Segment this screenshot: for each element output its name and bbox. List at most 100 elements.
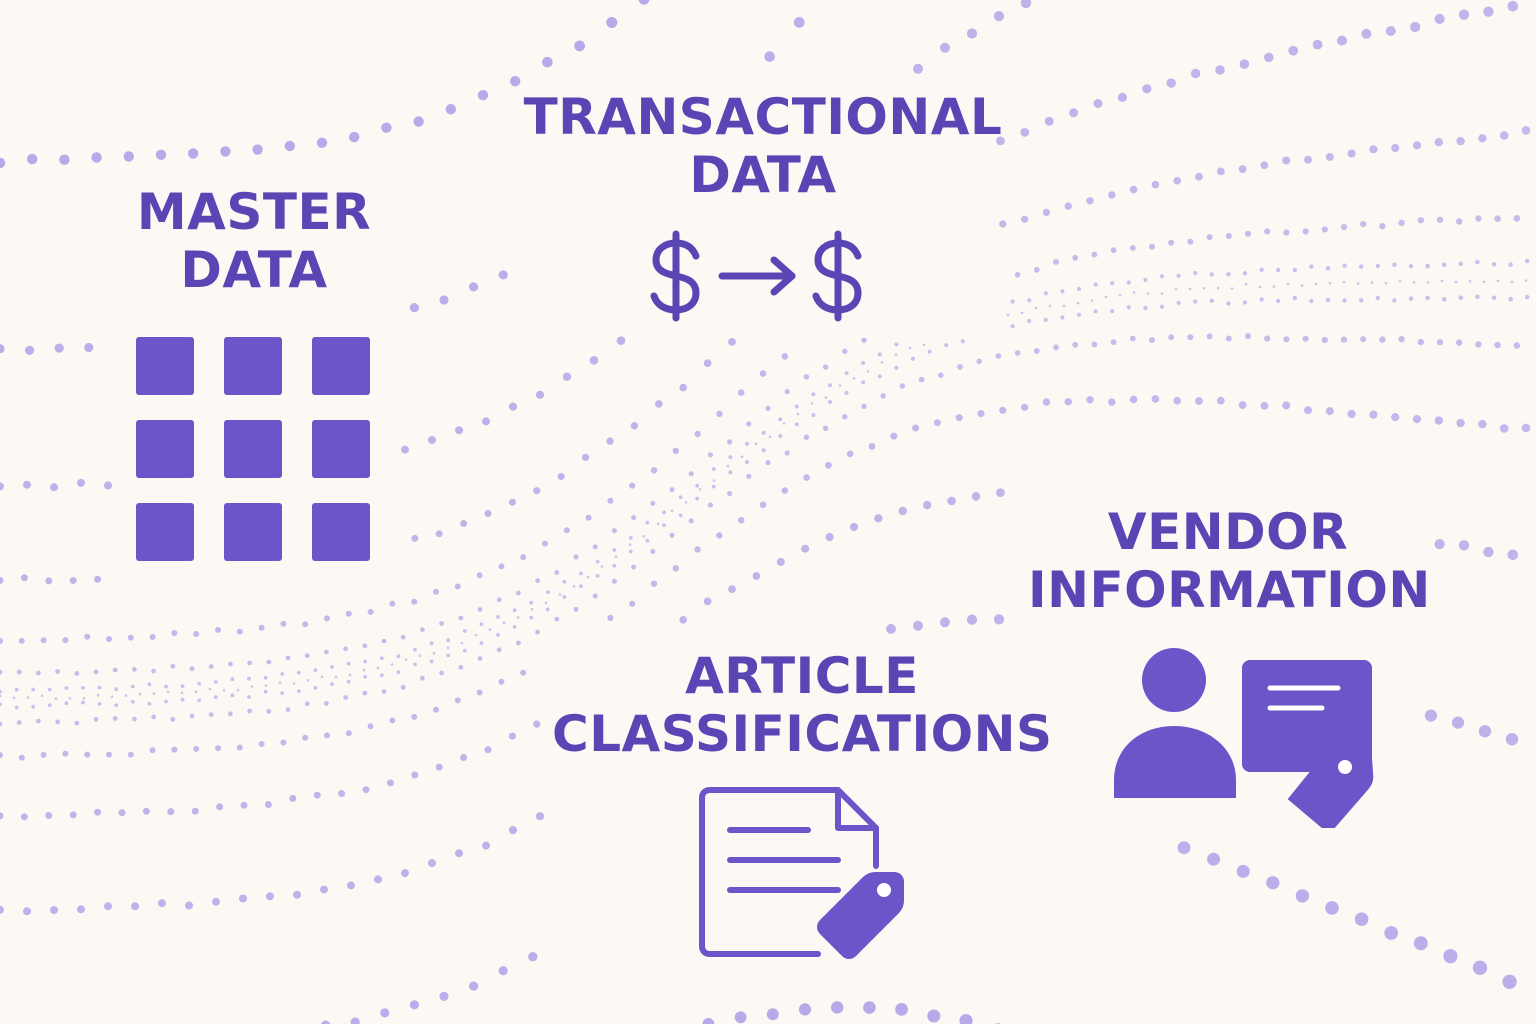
background-dot <box>1020 311 1024 315</box>
background-dot <box>1260 161 1269 170</box>
background-dot <box>529 615 534 620</box>
background-dot <box>554 616 560 622</box>
background-dot <box>1064 398 1072 406</box>
background-dot <box>91 152 102 163</box>
background-dot <box>230 677 235 682</box>
background-dot <box>1292 295 1298 301</box>
master-data-line-2: DATA <box>180 241 328 299</box>
background-dot <box>112 716 118 721</box>
background-dot <box>1014 350 1021 356</box>
background-dot <box>852 377 856 380</box>
background-dot <box>1425 295 1430 301</box>
background-dot <box>528 952 538 962</box>
background-dot <box>838 384 842 387</box>
background-dot <box>516 616 520 619</box>
background-dot <box>1408 264 1414 269</box>
background-dot <box>484 746 492 754</box>
background-dot <box>1258 285 1262 289</box>
background-dot <box>1379 336 1386 343</box>
background-dot <box>460 520 468 527</box>
background-dot <box>628 536 633 540</box>
background-dot <box>45 812 53 819</box>
background-dot <box>180 697 185 702</box>
background-dot <box>1043 291 1048 296</box>
background-dot <box>861 361 866 365</box>
background-dot <box>585 514 592 521</box>
background-dot <box>479 622 484 627</box>
background-dot <box>993 11 1005 22</box>
background-dot <box>1384 926 1399 940</box>
background-dot <box>631 564 637 570</box>
background-dot <box>645 538 650 543</box>
background-dot <box>908 346 912 350</box>
background-dot <box>535 629 540 635</box>
background-dot <box>516 590 521 596</box>
background-dot <box>93 669 99 675</box>
background-dot <box>1424 709 1438 722</box>
background-dot <box>1010 299 1015 304</box>
background-dot <box>996 136 1005 146</box>
background-dot <box>1521 423 1531 433</box>
background-dot <box>1027 298 1032 303</box>
background-dot <box>263 689 268 694</box>
master-data-line-1: MASTER <box>136 183 372 241</box>
background-dot <box>247 708 253 714</box>
background-dot <box>82 697 86 700</box>
background-dot <box>496 647 502 653</box>
background-dot <box>130 699 135 704</box>
background-dot <box>1524 258 1530 264</box>
background-dot <box>363 675 368 679</box>
background-dot <box>592 544 598 550</box>
background-dot <box>846 450 854 458</box>
background-dot <box>149 634 156 640</box>
background-dot <box>728 585 736 593</box>
background-dot <box>727 439 733 445</box>
background-dot <box>84 751 91 758</box>
background-dot <box>1391 413 1400 422</box>
background-dot <box>1328 282 1332 285</box>
background-dot <box>1408 296 1414 301</box>
background-dot <box>0 689 2 694</box>
background-dot <box>439 670 444 676</box>
background-dot <box>25 345 35 355</box>
background-dot <box>18 637 25 644</box>
background-dot <box>1434 416 1444 425</box>
background-dot <box>508 732 516 740</box>
background-dot <box>1458 540 1470 551</box>
background-dot <box>1356 282 1360 285</box>
background-dot <box>678 513 683 518</box>
background-dot <box>1472 960 1488 975</box>
transactional-data-line-1: TRANSACTIONAL <box>523 88 1003 146</box>
background-dot <box>1091 251 1098 258</box>
background-dot <box>446 653 451 658</box>
background-dot <box>1020 0 1032 9</box>
background-dot <box>151 714 157 720</box>
background-dot <box>880 393 886 399</box>
background-dot <box>794 404 799 409</box>
background-dot <box>27 153 38 165</box>
background-dot <box>330 665 334 669</box>
background-dot <box>320 885 328 894</box>
background-dot <box>1272 285 1276 288</box>
background-dot <box>1129 245 1136 251</box>
background-dot <box>1209 298 1215 303</box>
background-dot <box>1412 281 1416 284</box>
background-dot <box>1259 297 1264 302</box>
background-dot <box>55 719 60 725</box>
background-dot <box>0 669 3 675</box>
background-dot <box>726 464 730 468</box>
background-dot <box>446 638 451 643</box>
background-dot <box>1384 282 1388 285</box>
background-dot <box>1238 401 1247 409</box>
background-dot <box>47 687 52 692</box>
background-dot <box>1398 219 1405 226</box>
background-dot <box>957 364 963 370</box>
background-dot <box>728 455 733 460</box>
background-dot <box>284 140 295 152</box>
background-dot <box>1340 224 1348 231</box>
background-dot <box>20 813 28 821</box>
background-dot <box>1412 415 1422 424</box>
background-dot <box>803 374 810 380</box>
background-dot <box>180 691 184 695</box>
background-dot <box>409 303 419 313</box>
